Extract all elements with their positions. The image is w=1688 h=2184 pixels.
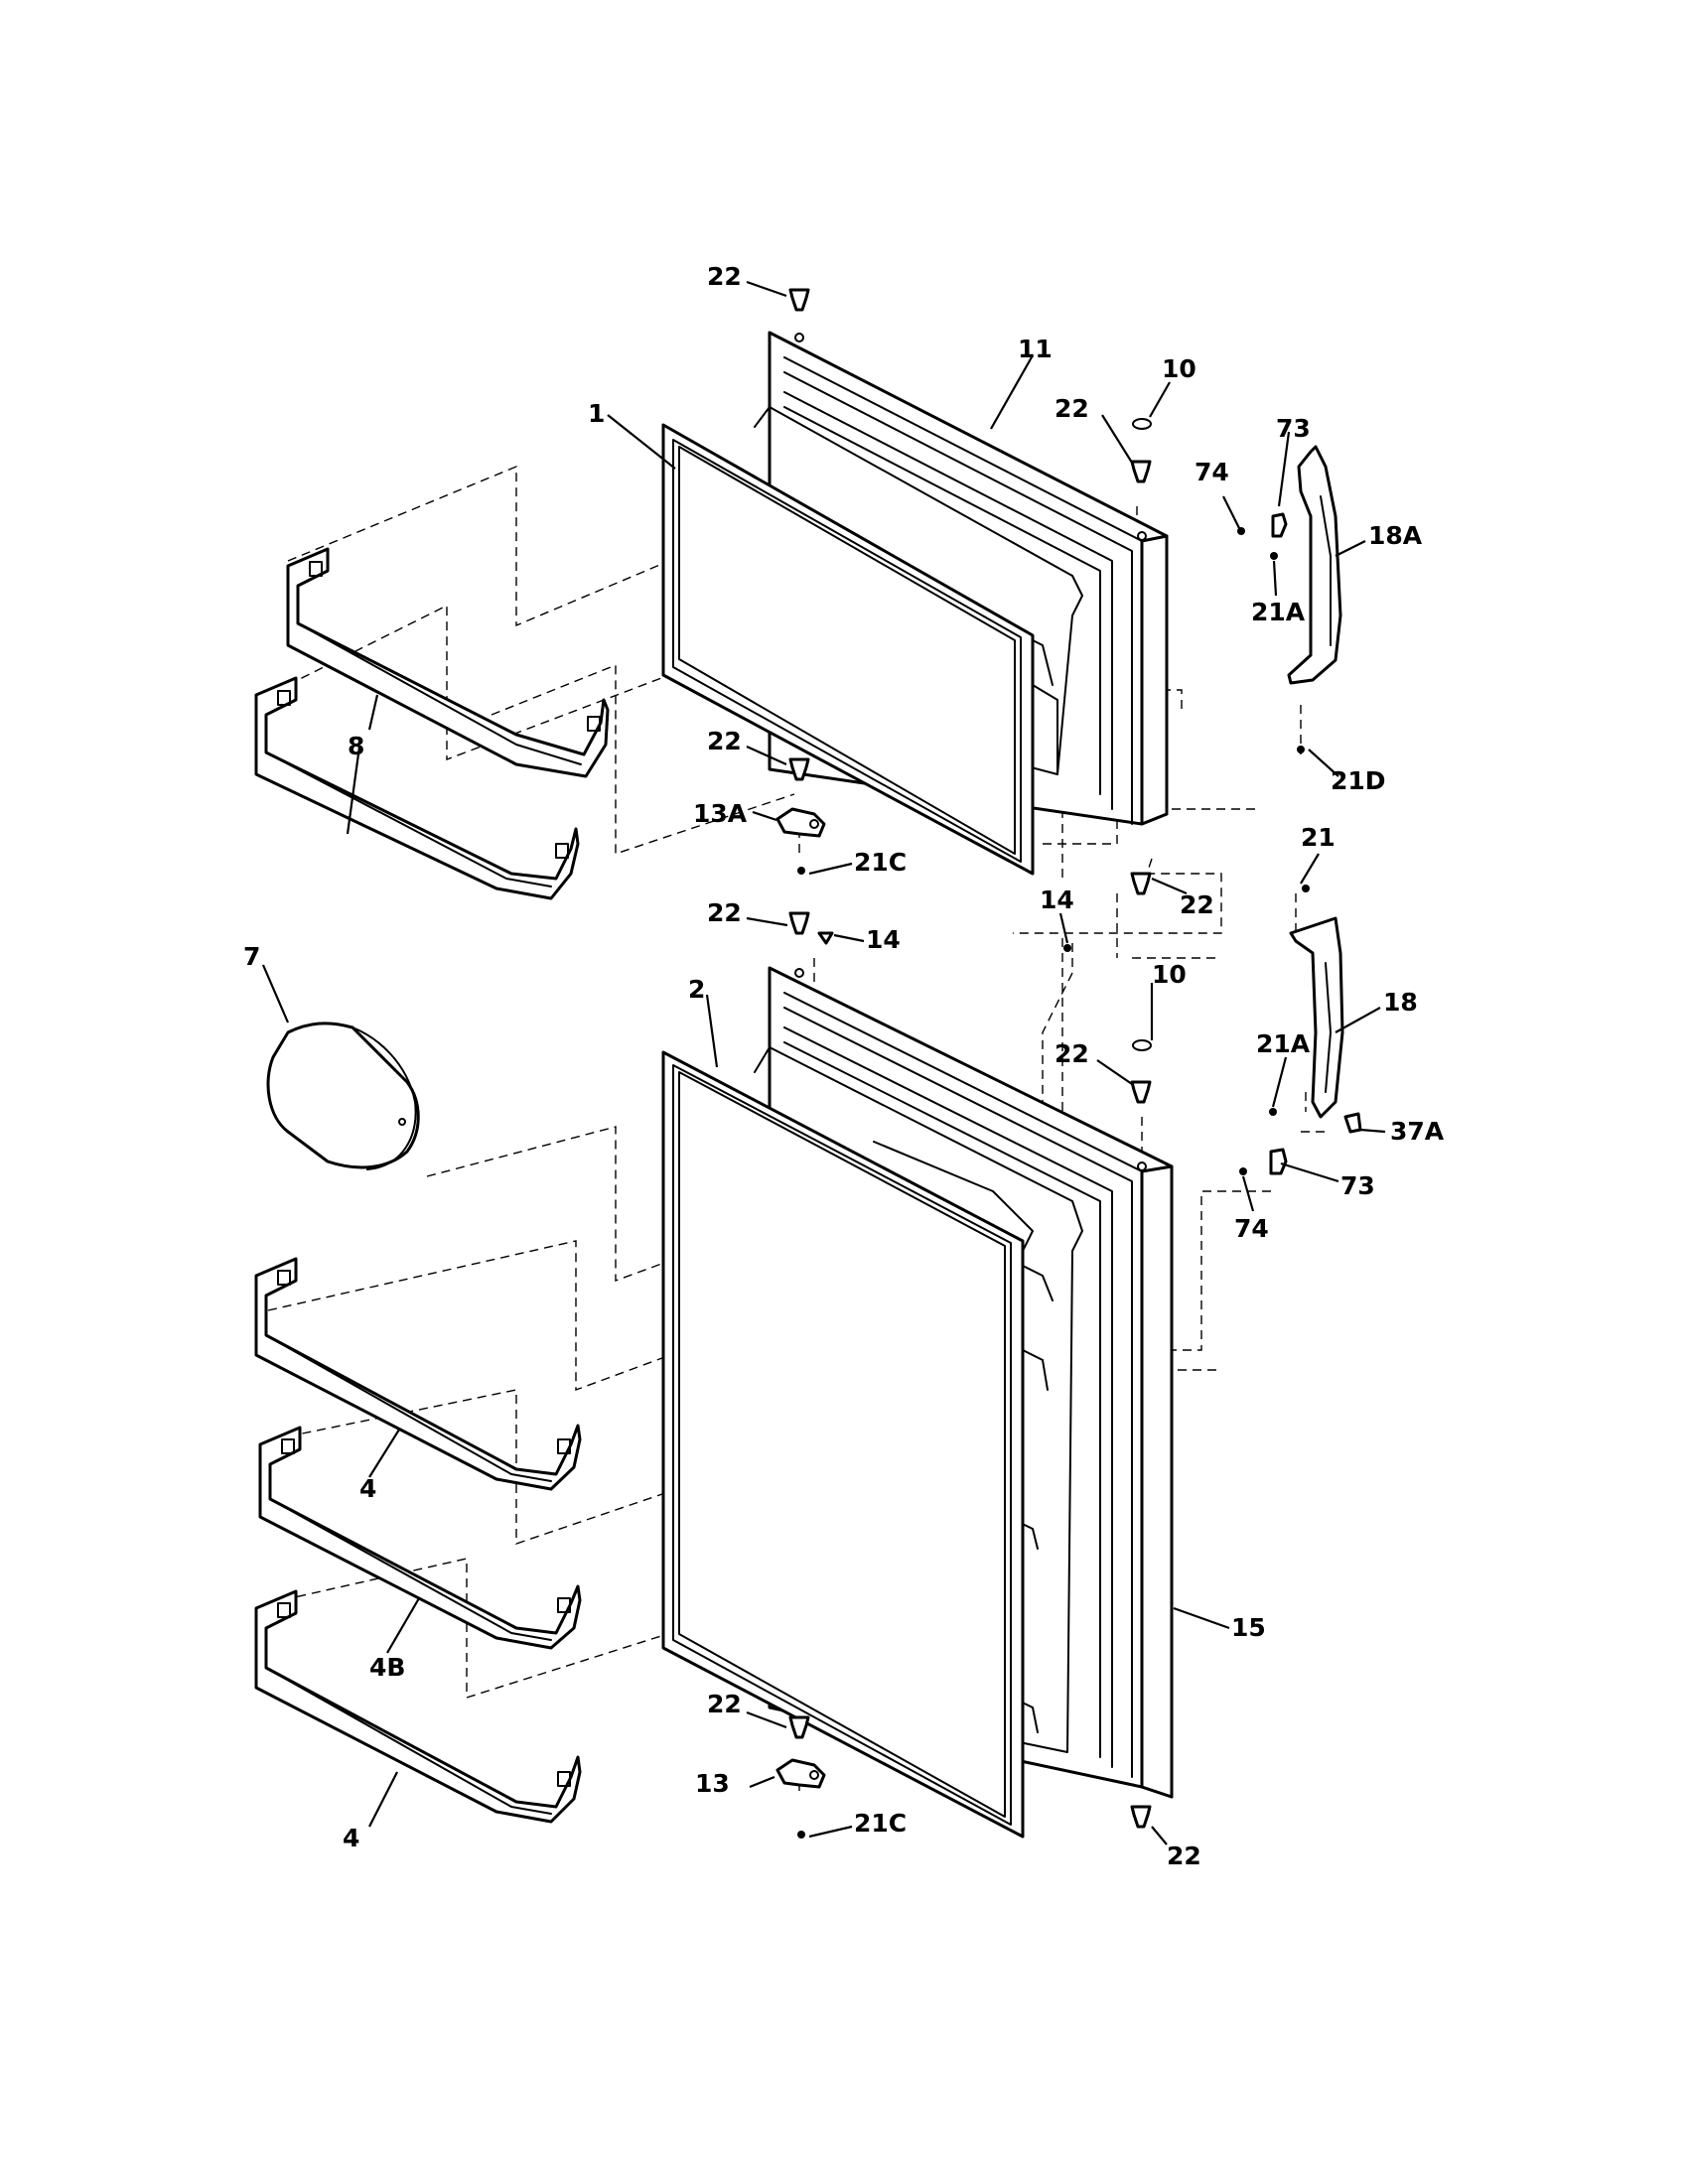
- callout-21Aa: 21A: [1251, 598, 1306, 626]
- callout-14a: 14: [1040, 886, 1074, 914]
- callout-74a: 74: [1195, 458, 1229, 486]
- callout-22a: 22: [707, 262, 742, 291]
- callout-22h: 22: [1167, 1842, 1201, 1870]
- callout-37A: 37A: [1390, 1117, 1445, 1146]
- callout-14b: 14: [866, 925, 901, 954]
- callout-73b: 73: [1340, 1171, 1375, 1200]
- hole-plugs: [1132, 418, 1152, 1051]
- callout-10b: 10: [1152, 960, 1187, 989]
- callout-4b: 4: [343, 1824, 359, 1852]
- callout-4B: 4B: [369, 1653, 405, 1682]
- callout-13: 13: [695, 1769, 730, 1798]
- callout-21Cb: 21C: [854, 1809, 907, 1838]
- callout-18: 18: [1383, 988, 1418, 1017]
- callout-1: 1: [588, 399, 605, 428]
- freezer-door-shelf-lower: [254, 676, 580, 900]
- callout-22b: 22: [1055, 394, 1089, 423]
- callout-8: 8: [348, 732, 364, 760]
- callout-21: 21: [1301, 823, 1336, 852]
- callout-7: 7: [243, 942, 260, 971]
- callout-22d: 22: [1180, 890, 1214, 919]
- door-bin-upper: [254, 1257, 582, 1491]
- freezer-door-gasket: [661, 423, 1035, 876]
- callout-74b: 74: [1234, 1214, 1269, 1243]
- callout-21Ab: 21A: [1256, 1029, 1311, 1058]
- hinge-pins: [788, 288, 1152, 1829]
- callout-10a: 10: [1162, 354, 1196, 383]
- door-bin-middle: [258, 1426, 582, 1650]
- callout-21Ca: 21C: [854, 848, 907, 877]
- screws-and-clips: [797, 512, 1362, 1839]
- callout-22f: 22: [1055, 1039, 1089, 1068]
- callout-15: 15: [1231, 1613, 1266, 1642]
- fresh-food-door-gasket: [661, 1050, 1025, 1839]
- callout-21D: 21D: [1331, 766, 1386, 795]
- freezer-door-shelf-upper: [286, 547, 610, 778]
- callout-4a: 4: [359, 1474, 376, 1503]
- leader-lines: [261, 280, 1386, 1845]
- fresh-food-handle: [1289, 916, 1344, 1119]
- freezer-handle: [1287, 445, 1342, 685]
- callout-18A: 18A: [1368, 521, 1423, 550]
- callout-22c: 22: [707, 727, 742, 755]
- butter-cover: [266, 1022, 420, 1170]
- door-bin-lower: [254, 1589, 582, 1824]
- callout-labels: 22 11 10 22 1 73 74 18A 21A 8 22 13A 21C…: [243, 262, 1445, 1870]
- callout-2: 2: [688, 975, 705, 1004]
- hinge-brackets: [775, 807, 826, 1789]
- callout-11: 11: [1018, 335, 1053, 363]
- callout-22e: 22: [707, 898, 742, 927]
- callout-22g: 22: [707, 1690, 742, 1718]
- callout-13A: 13A: [693, 799, 748, 828]
- callout-73a: 73: [1276, 414, 1311, 443]
